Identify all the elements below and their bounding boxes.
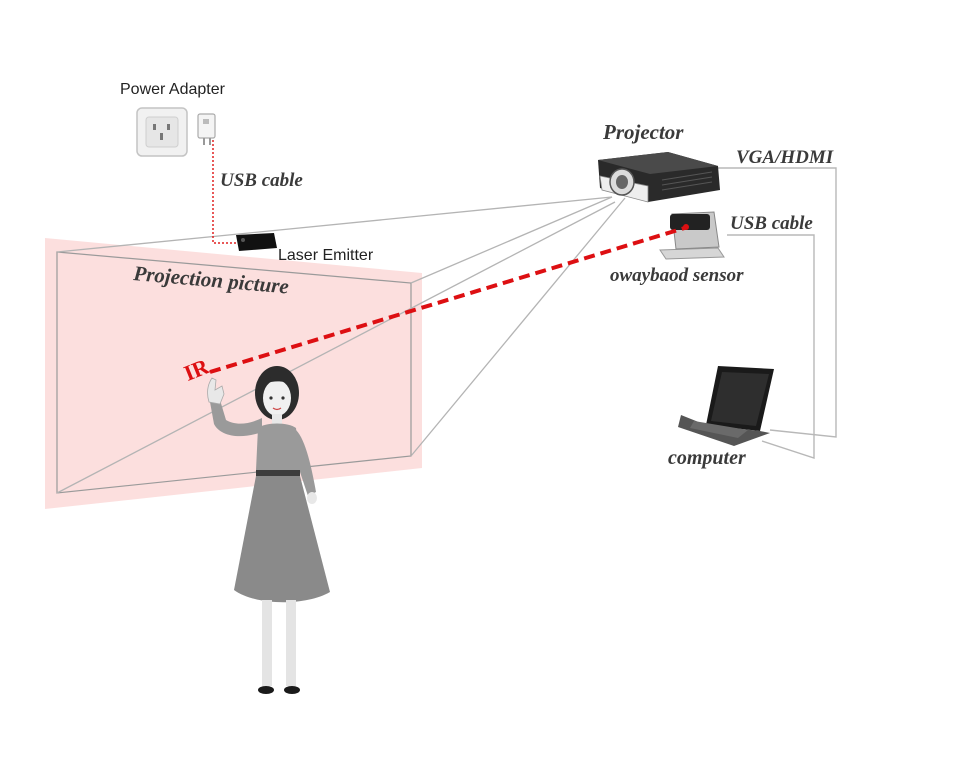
usb-cable-right-label: USB cable [730,213,813,234]
vga-hdmi-cable [712,167,837,438]
usb-cable-top-label: USB cable [220,170,303,191]
projector-icon [598,152,720,203]
laser-emitter-label: Laser Emitter [278,247,374,264]
wall-socket-icon [136,107,188,157]
projector-label: Projector [602,120,684,144]
vga-hdmi-label: VGA/HDMI [736,147,834,168]
computer-cables [712,167,837,459]
projection-area [45,238,422,509]
laser-emitter-icon [236,233,277,251]
projection-rays [56,196,626,494]
usb-power-adapter-icon [197,113,216,145]
sensor-camera-icon [659,211,725,260]
usb-cable-right [727,234,815,459]
woman-pointing-figure [207,366,330,694]
laptop-icon [678,366,774,446]
ir-beam [209,225,689,374]
usb-cable-top [212,140,237,244]
sensor-label: owaybaod sensor [610,265,744,286]
power-adapter-label: Power Adapter [120,81,226,98]
computer-label: computer [668,447,746,469]
